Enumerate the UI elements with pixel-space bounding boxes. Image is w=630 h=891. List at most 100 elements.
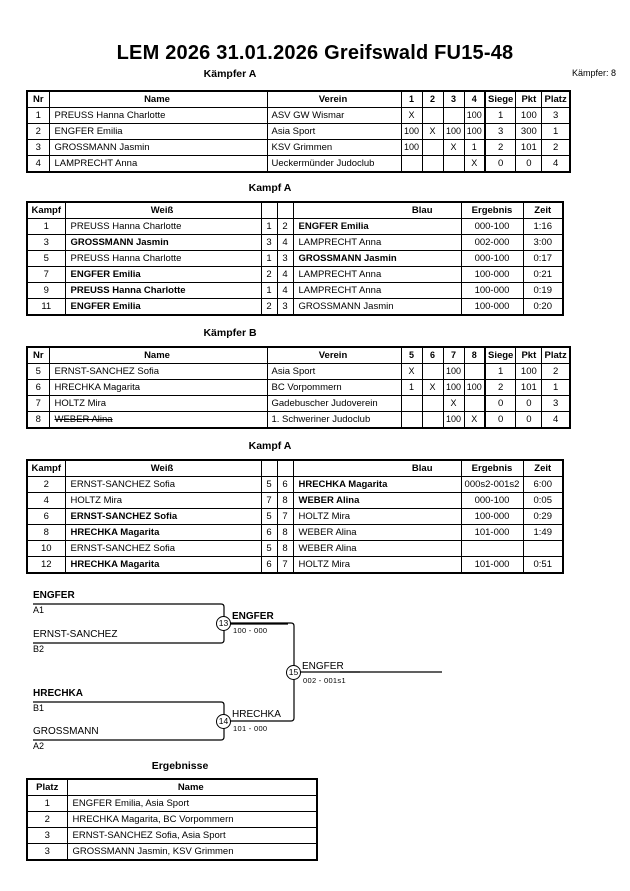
match-cell-blue: WEBER Alina <box>292 524 462 541</box>
match-cell-blue-nr: 8 <box>276 524 294 541</box>
match-cell-number: 4 <box>26 492 66 509</box>
pool-cell-platz: 3 <box>541 107 571 124</box>
match-cell-blue-nr: 7 <box>276 508 294 525</box>
match-cell-white: HRECHKA Magarita <box>64 524 262 541</box>
match-cell-white-nr: 5 <box>260 540 278 557</box>
result-cell-place: 1 <box>26 795 68 812</box>
pool-cell-name: ENGFER Emilia <box>48 123 268 140</box>
pool-cell-name: ERNST-SANCHEZ Sofia <box>48 363 268 380</box>
pool-header-nr-b: Nr <box>26 346 50 364</box>
match-cell-white: ENGFER Emilia <box>64 298 262 316</box>
pool-header-name: Name <box>48 90 268 108</box>
match-cell-white-nr: 5 <box>260 476 278 493</box>
pool-cell-match-2 <box>421 155 444 173</box>
pool-cell-pkt: 101 <box>515 139 543 156</box>
match-cell-time: 0:51 <box>522 556 564 574</box>
pool-cell-match-1 <box>400 395 423 412</box>
matches-a2-header-row: Kampf Weiß Blau Ergebnis Zeit <box>26 459 564 477</box>
bracket-winner-14: HRECHKA <box>232 709 281 720</box>
pool-cell-pkt: 101 <box>515 379 543 396</box>
match-header-blau: Blau <box>292 201 462 219</box>
caption-results: Ergebnisse <box>151 760 209 772</box>
pool-cell-match-2 <box>421 411 444 429</box>
pool-cell-match-2 <box>421 395 444 412</box>
pool-cell-match-1: 100 <box>400 123 423 140</box>
pool-b-header-row: Nr Name Verein 5 6 7 8 Siege Pkt Platz <box>26 346 571 364</box>
match-cell-time: 0:21 <box>522 266 564 283</box>
match-header-num-blue-2 <box>276 459 294 477</box>
pool-cell-match-1: 100 <box>400 139 423 156</box>
results-header-row: Platz Name <box>26 778 318 796</box>
match-cell-white-nr: 1 <box>260 250 278 267</box>
results-header-platz: Platz <box>26 778 68 796</box>
match-cell-blue-nr: 4 <box>276 234 294 251</box>
pool-header-pkt: Pkt <box>515 90 543 108</box>
match-header-zeit: Zeit <box>522 201 564 219</box>
bracket-score-14: 101 - 000 <box>233 724 268 733</box>
page-title: LEM 2026 31.01.2026 Greifswald FU15-48 <box>116 42 514 64</box>
pool-cell-match-3: 100 <box>442 411 465 429</box>
pool-cell-verein: 1. Schweriner Judoclub <box>266 411 402 429</box>
match-cell-result: 000s2-001s2 <box>460 476 524 493</box>
match-cell-number: 7 <box>26 266 66 283</box>
match-cell-result: 101-000 <box>460 556 524 574</box>
match-cell-white-nr: 2 <box>260 298 278 316</box>
pool-cell-name: HOLTZ Mira <box>48 395 268 412</box>
pool-cell-siege: 3 <box>484 123 517 140</box>
pool-cell-name: HRECHKA Magarita <box>48 379 268 396</box>
pool-a-table: Nr Name Verein 1 2 3 4 Siege Pkt Platz 1… <box>26 90 571 173</box>
match-cell-number: 12 <box>26 556 66 574</box>
match-cell-time <box>522 540 564 557</box>
bracket-entrant-seed-3: B1 <box>33 703 45 713</box>
pool-cell-match-4 <box>463 395 486 412</box>
match-cell-blue-nr: 4 <box>276 282 294 299</box>
pool-cell-match-2 <box>421 107 444 124</box>
match-cell-result: 101-000 <box>460 524 524 541</box>
match-cell-blue: ENGFER Emilia <box>292 218 462 235</box>
pool-cell-match-4: 100 <box>463 107 486 124</box>
pool-cell-verein: ASV GW Wismar <box>266 107 402 124</box>
match-cell-white: PREUSS Hanna Charlotte <box>64 250 262 267</box>
match-cell-number: 1 <box>26 218 66 235</box>
pool-cell-pkt: 0 <box>515 155 543 173</box>
pool-cell-match-3: 100 <box>442 379 465 396</box>
match-header-kampf-2: Kampf <box>26 459 66 477</box>
bracket-entrant-name-2: ERNST-SANCHEZ <box>33 629 118 640</box>
pool-cell-siege: 0 <box>484 395 517 412</box>
bracket-match-number-13: 13 <box>216 616 231 631</box>
result-cell-place: 3 <box>26 843 68 861</box>
bracket-winner-15: ENGFER <box>302 661 344 672</box>
result-cell-name: ERNST-SANCHEZ Sofia, Asia Sport <box>66 827 318 844</box>
pool-cell-verein: Asia Sport <box>266 123 402 140</box>
match-cell-result: 002-000 <box>460 234 524 251</box>
pool-header-siege: Siege <box>484 90 517 108</box>
pool-cell-platz: 4 <box>541 155 571 173</box>
caption-pool-b: Kämpfer B <box>203 327 257 339</box>
match-header-weiss-2: Weiß <box>64 459 262 477</box>
pool-cell-match-4: 1 <box>463 139 486 156</box>
pool-cell-nr: 8 <box>26 411 50 429</box>
pool-cell-nr: 3 <box>26 139 50 156</box>
pool-cell-siege: 2 <box>484 139 517 156</box>
bracket-entrant-seed-4: A2 <box>33 741 45 751</box>
match-cell-result: 000-100 <box>460 218 524 235</box>
result-cell-place: 2 <box>26 811 68 828</box>
match-cell-number: 11 <box>26 298 66 316</box>
pool-cell-verein: BC Vorpommern <box>266 379 402 396</box>
pool-cell-pkt: 100 <box>515 107 543 124</box>
pool-cell-match-3: 100 <box>442 123 465 140</box>
pool-a-header-opp-4: 4 <box>463 90 486 108</box>
match-cell-number: 3 <box>26 234 66 251</box>
pool-cell-siege: 1 <box>484 363 517 380</box>
pool-cell-match-1 <box>400 411 423 429</box>
